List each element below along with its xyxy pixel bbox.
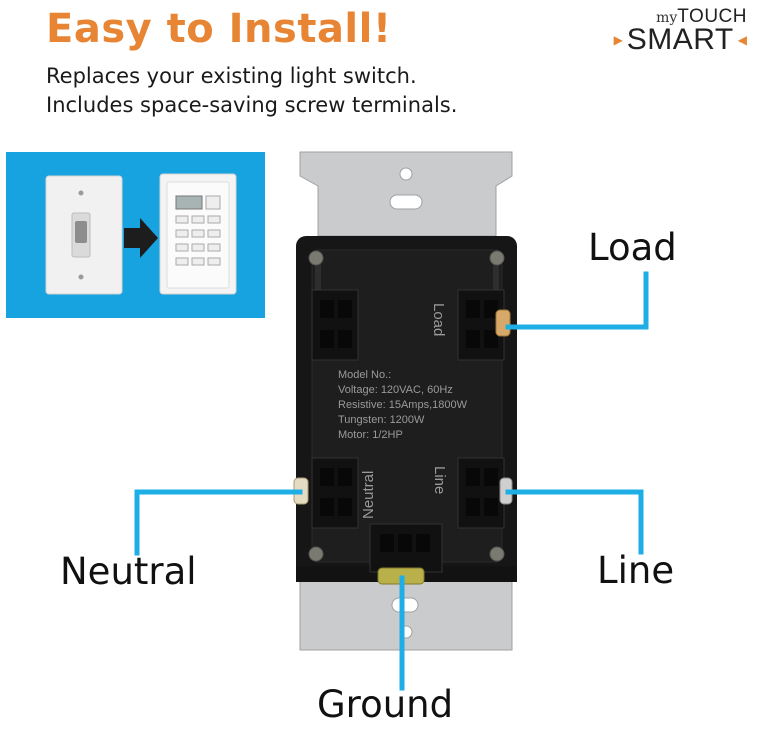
terminal-block-line (457, 457, 513, 529)
label-ground: Ground (317, 683, 454, 726)
install-inset (6, 152, 265, 318)
headline: Easy to Install! (46, 6, 392, 52)
brand-logo: myTOUCH ▶ SMART ◀ (597, 6, 747, 55)
brand-arrow-right-icon: ◀ (737, 33, 747, 47)
brand-touch: TOUCH (677, 6, 747, 27)
terminal-block-load (457, 289, 511, 361)
spec-line: Tungsten: 1200W (338, 414, 425, 426)
label-load: Load (588, 226, 677, 269)
subtext-line-1: Replaces your existing light switch. (46, 64, 417, 88)
mounting-strap (299, 151, 513, 651)
arrow-right-icon (124, 218, 158, 258)
device-specs: Model No.: Voltage: 120VAC, 60Hz Resisti… (338, 369, 468, 441)
label-neutral: Neutral (60, 550, 197, 593)
brand-prefix: my (656, 10, 678, 26)
spec-line: Resistive: 15Amps,1800W (338, 399, 468, 411)
spec-line: Voltage: 120VAC, 60Hz (338, 384, 453, 396)
terminal-marking-line: Line (431, 466, 448, 494)
callout-line-neutral (134, 489, 303, 556)
terminal-marking-load: Load (430, 303, 447, 336)
spec-line: Model No.: (338, 369, 391, 381)
callout-line-line (505, 489, 644, 555)
terminal-block-ground (369, 523, 443, 585)
label-line: Line (597, 549, 675, 592)
toggle-switch-icon (45, 175, 123, 295)
subtext-line-2: Includes space-saving screw terminals. (46, 93, 458, 117)
brand-smart: SMART (626, 23, 734, 56)
terminal-block-neutral (293, 457, 359, 529)
terminal-marking-neutral: Neutral (360, 471, 377, 519)
switch-body (293, 236, 517, 585)
timer-switch-icon (159, 173, 237, 295)
callout-line-load (505, 271, 649, 330)
spec-line: Motor: 1/2HP (338, 429, 403, 441)
brand-arrow-left-icon: ▶ (613, 33, 623, 47)
terminal-block-top-left (311, 289, 359, 361)
